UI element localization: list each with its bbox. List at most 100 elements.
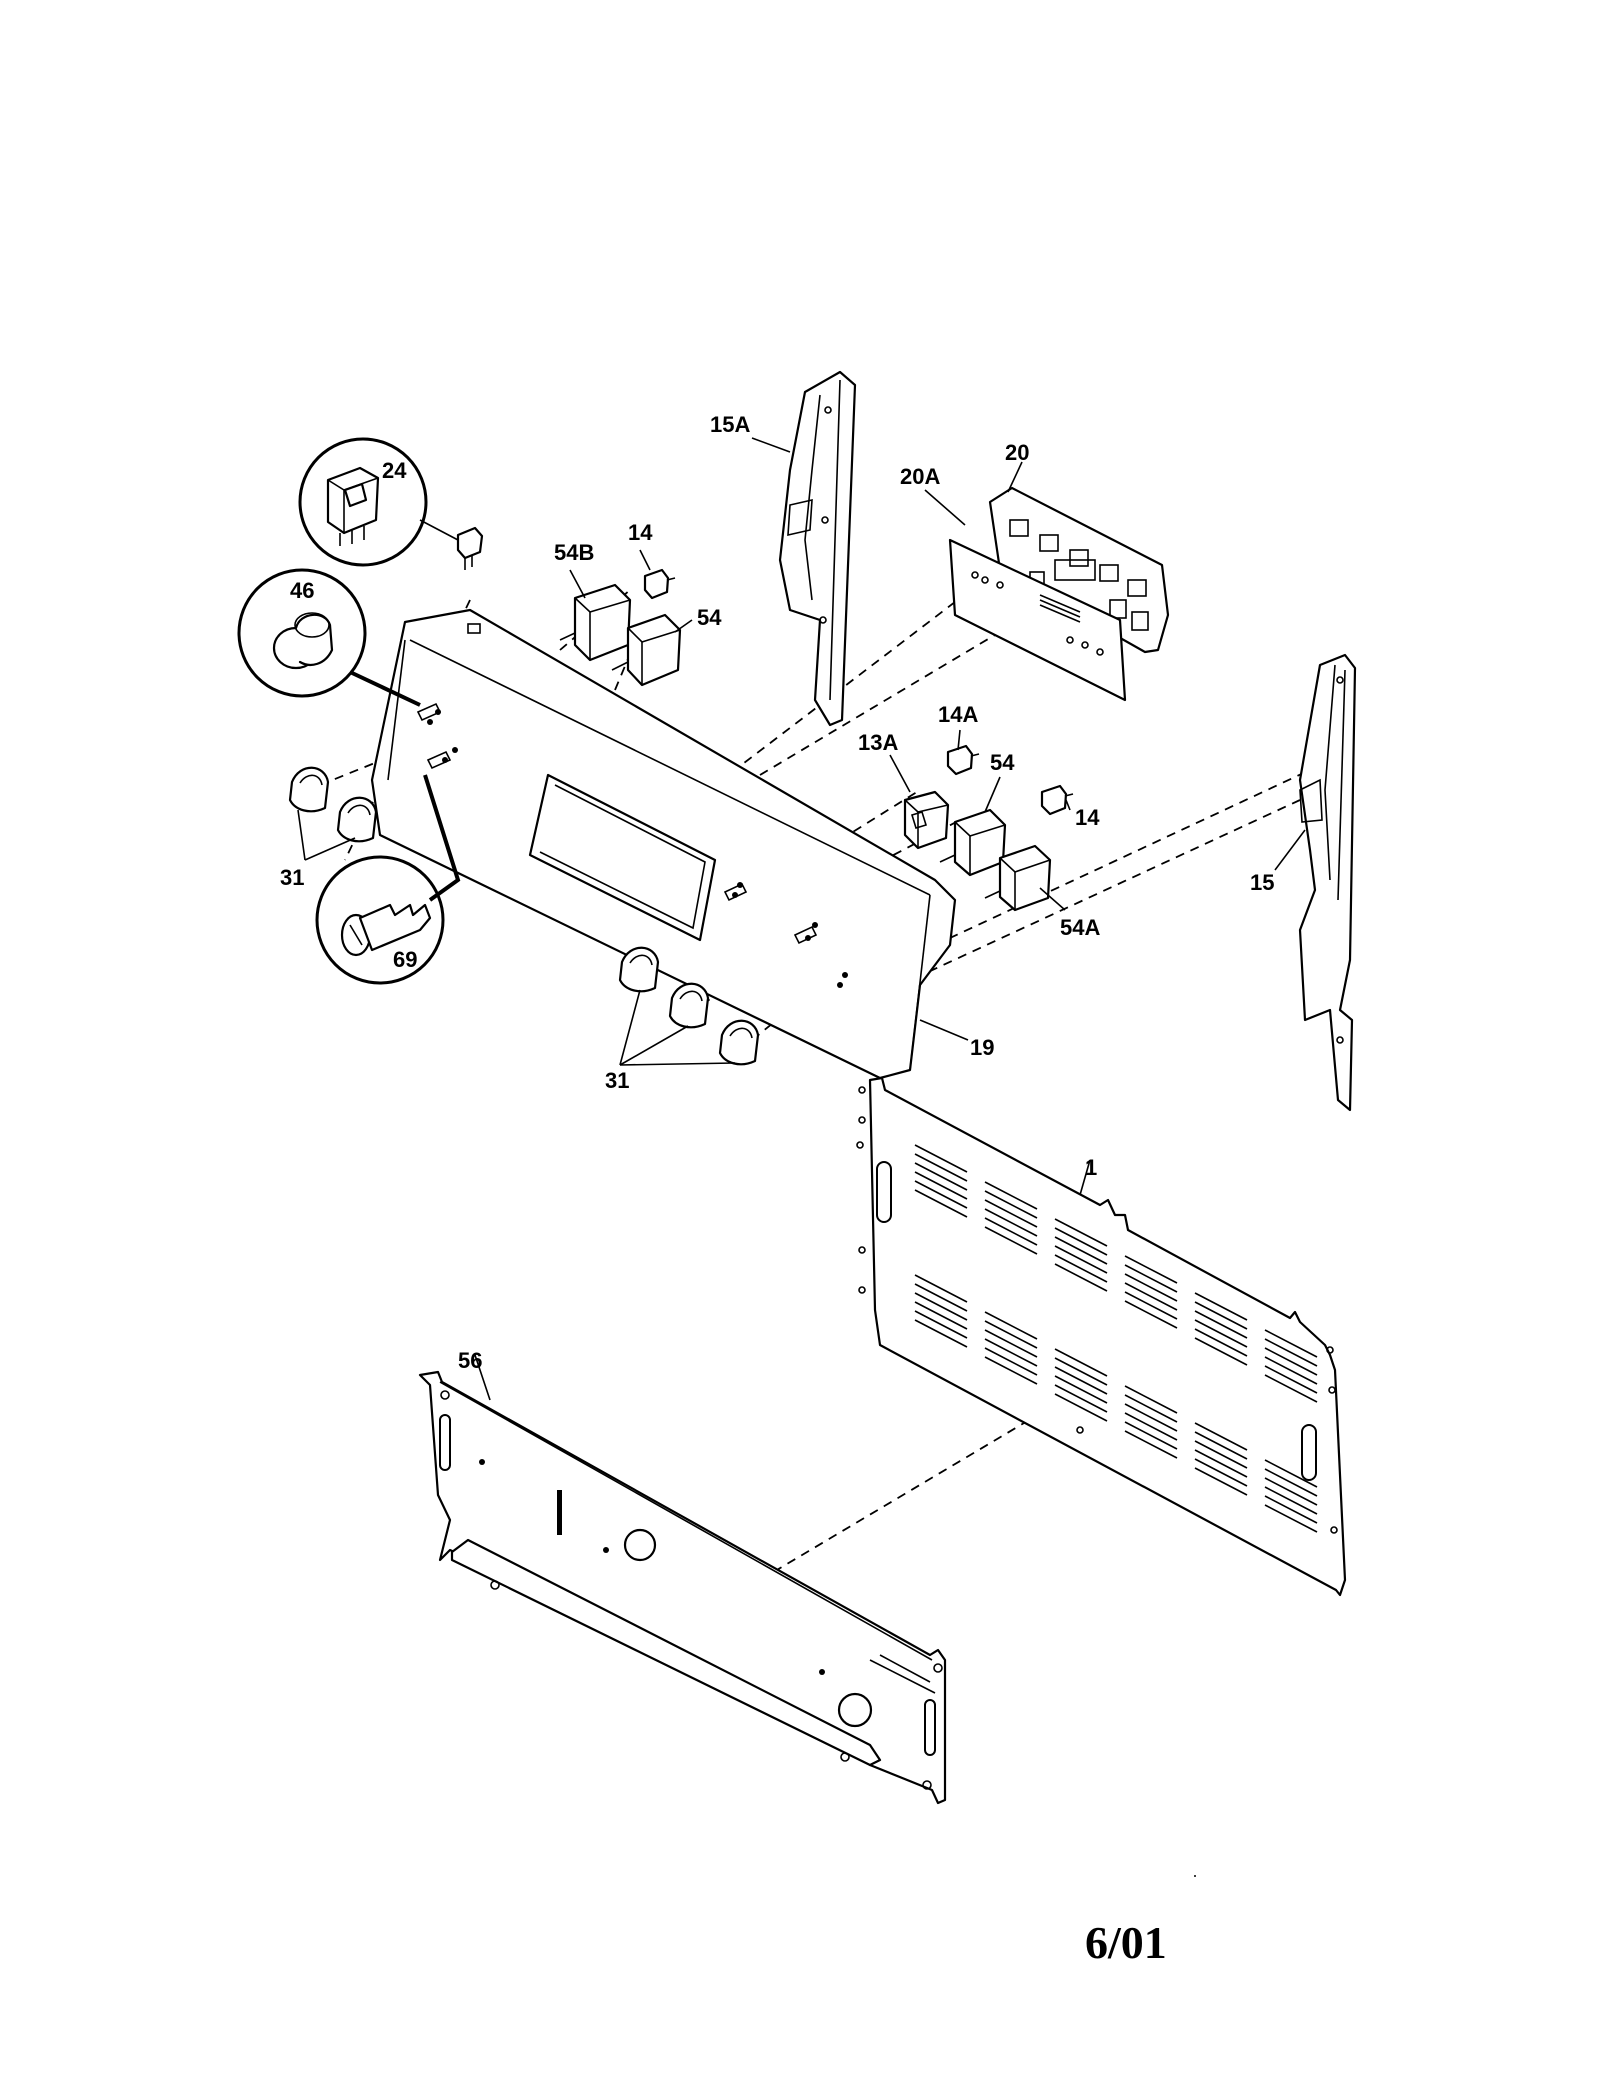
detail-circle-46 — [237, 568, 421, 707]
lower-panel-56 — [418, 1370, 947, 1805]
vent-slot — [914, 1283, 968, 1312]
callout-leaders — [297, 437, 1306, 1401]
knobs-31-bottom — [618, 946, 760, 1066]
callout-69: 69 — [393, 947, 417, 972]
vent-slot — [1124, 1430, 1178, 1459]
vent-slot — [1264, 1477, 1318, 1506]
switch-14A — [946, 744, 980, 776]
vent-slot — [914, 1310, 968, 1339]
vent-slot — [1124, 1300, 1178, 1329]
knobs-31-left — [288, 766, 378, 843]
callout-31-bottom: 31 — [605, 1068, 629, 1093]
vent-slot — [914, 1319, 968, 1348]
vent-slot — [1194, 1422, 1248, 1451]
vent-slot — [1264, 1468, 1318, 1497]
vent-slot — [1054, 1263, 1108, 1292]
vent-slot — [1054, 1227, 1108, 1256]
callout-54B: 54B — [554, 540, 594, 565]
vent-slot — [1194, 1337, 1248, 1366]
vent-slot — [1194, 1467, 1248, 1496]
vent-slot — [1194, 1328, 1248, 1357]
vent-slot — [1194, 1310, 1248, 1339]
callout-46: 46 — [290, 578, 314, 603]
vent-slot — [984, 1217, 1038, 1246]
vent-slot — [914, 1180, 968, 1209]
vent-slot — [984, 1226, 1038, 1255]
vent-slot — [984, 1338, 1038, 1367]
vent-slot — [914, 1301, 968, 1330]
vent-slot — [1124, 1273, 1178, 1302]
vent-slot — [984, 1311, 1038, 1340]
vent-slot — [914, 1153, 968, 1182]
vent-slot — [1054, 1366, 1108, 1395]
vent-slot — [1054, 1236, 1108, 1265]
vent-slot — [914, 1144, 968, 1173]
side-bracket-15A — [778, 370, 857, 727]
vent-slot — [1054, 1357, 1108, 1386]
vent-slot — [1054, 1348, 1108, 1377]
vent-slot — [984, 1190, 1038, 1219]
control-panel-19 — [370, 608, 957, 1080]
callout-14A: 14A — [938, 702, 978, 727]
vent-slot — [1124, 1403, 1178, 1432]
panel-screws — [416, 702, 818, 945]
callout-15A: 15A — [710, 412, 750, 437]
vent-slot — [1124, 1412, 1178, 1441]
vent-slot — [1264, 1504, 1318, 1533]
vent-slot — [1124, 1255, 1178, 1284]
vent-slot — [914, 1171, 968, 1200]
switch-54B — [559, 583, 632, 662]
vent-slot — [1264, 1365, 1318, 1394]
vent-slot — [984, 1181, 1038, 1210]
callout-20: 20 — [1005, 440, 1029, 465]
side-bracket-15 — [1298, 653, 1357, 1112]
vent-slot — [914, 1189, 968, 1218]
vent-slot — [984, 1320, 1038, 1349]
vent-slot — [1264, 1459, 1318, 1488]
detail-circle-69 — [315, 774, 461, 985]
vent-slot — [1264, 1486, 1318, 1515]
vent-slot — [984, 1356, 1038, 1385]
callout-31-left: 31 — [280, 865, 304, 890]
detail-circle-24 — [298, 437, 459, 567]
vent-slot — [1194, 1440, 1248, 1469]
callout-20A: 20A — [900, 464, 940, 489]
switch-54-mid — [939, 808, 1007, 877]
vent-slot — [1194, 1301, 1248, 1330]
vent-slot — [1194, 1449, 1248, 1478]
callout-19: 19 — [970, 1035, 994, 1060]
vent-slot — [1194, 1292, 1248, 1321]
callout-24: 24 — [382, 458, 407, 483]
vent-slot — [984, 1347, 1038, 1376]
switch-14-top — [643, 568, 676, 600]
vent-slot — [1264, 1329, 1318, 1358]
rear-panel-vents — [914, 1144, 1318, 1533]
callout-14-mid: 14 — [1075, 805, 1100, 830]
vent-slot — [1124, 1394, 1178, 1423]
switch-54A — [984, 844, 1052, 912]
callout-15: 15 — [1250, 870, 1274, 895]
vent-slot — [1264, 1495, 1318, 1524]
callout-56: 56 — [458, 1348, 482, 1373]
vent-slot — [1264, 1347, 1318, 1376]
switch-54-top — [611, 613, 682, 687]
callout-54-top: 54 — [697, 605, 722, 630]
vent-slot — [1264, 1338, 1318, 1367]
overlay-20A — [948, 538, 1127, 702]
vent-slot — [914, 1292, 968, 1321]
vent-slot — [984, 1329, 1038, 1358]
rear-panel-1 — [856, 1076, 1347, 1597]
vent-slot — [1264, 1356, 1318, 1385]
vent-slot — [1054, 1375, 1108, 1404]
switch-13A — [903, 790, 950, 850]
callout-54-mid: 54 — [990, 750, 1015, 775]
callout-54A: 54A — [1060, 915, 1100, 940]
vent-slot — [1054, 1384, 1108, 1413]
vent-slot — [1124, 1385, 1178, 1414]
callout-1: 1 — [1085, 1155, 1097, 1180]
vent-slot — [984, 1208, 1038, 1237]
callout-14-top: 14 — [628, 520, 653, 545]
vent-slot — [1124, 1291, 1178, 1320]
vent-slot — [1264, 1374, 1318, 1403]
